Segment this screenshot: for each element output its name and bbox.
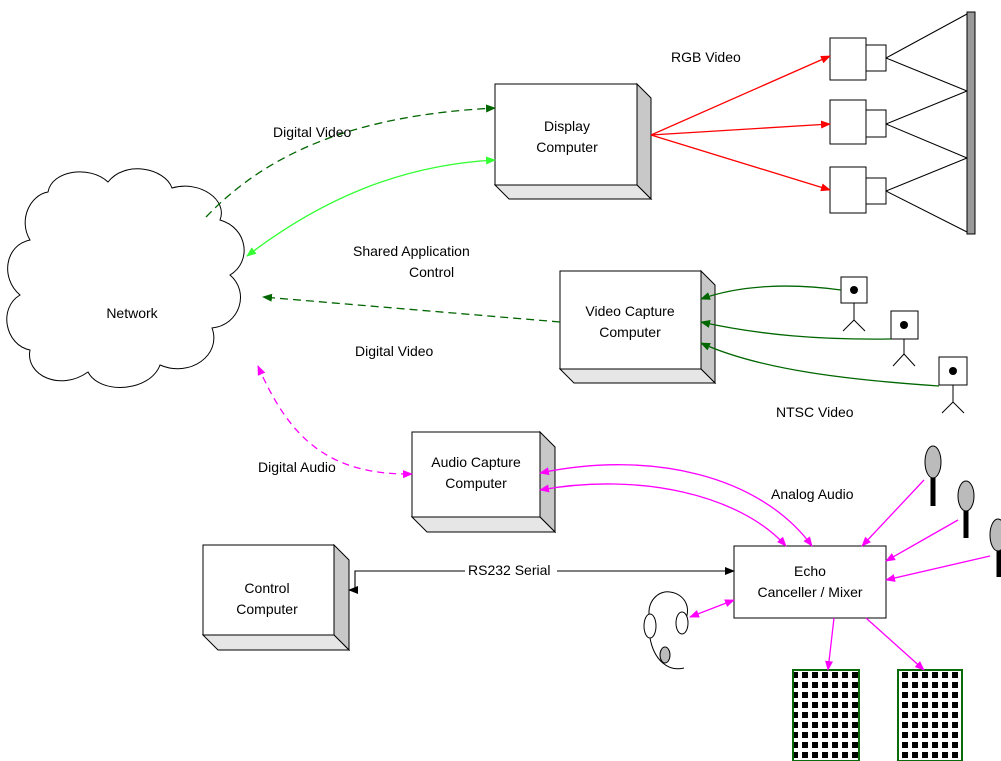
shared-control-label-line2: Control [409,264,454,280]
rs232-serial-label: RS232 Serial [468,562,551,578]
digital-video-link-top [205,104,496,218]
rs232-label-bg [465,560,557,578]
digital-video-label-top: Digital Video [273,124,352,140]
ntsc-video-label: NTSC Video [776,404,854,420]
headset-link [689,599,735,618]
speaker-links [825,617,925,671]
headset-icon [643,591,689,670]
projector-middle [829,90,968,159]
audio-capture-computer: Audio Capture Computer [410,430,557,534]
camera-1 [840,276,868,332]
display-computer: Display Computer [493,82,653,201]
speaker-right [897,669,963,761]
rgb-video-label: RGB Video [671,49,741,65]
video-capture-label-line1: Video Capture [585,303,674,319]
audio-capture-label-line2: Computer [445,475,507,491]
projector-bottom [829,157,968,233]
ntsc-video-links [700,285,940,387]
camera-3 [938,356,968,414]
echo-canceller-mixer: Echo Canceller / Mixer [733,545,887,619]
rgb-video-links [650,55,831,192]
projector-top [829,13,968,92]
digital-audio-link [257,365,413,479]
microphone-3 [989,518,1001,577]
microphone-1 [924,445,942,506]
control-computer-label-line1: Control [244,580,289,596]
control-computer-label-line2: Computer [236,601,298,617]
display-computer-label-line1: Display [544,118,590,134]
network-label: Network [106,305,158,321]
control-computer: Control Computer [201,543,351,652]
video-capture-computer: Video Capture Computer [558,269,717,385]
digital-video-link-bottom [262,293,561,323]
network-cloud: Network [6,168,245,388]
analog-audio-links [539,464,813,547]
audio-capture-label-line1: Audio Capture [431,454,521,470]
camera-2 [890,310,919,367]
digital-audio-label: Digital Audio [258,459,336,475]
display-computer-label-line2: Computer [536,139,598,155]
analog-audio-label: Analog Audio [771,486,854,502]
shared-control-label-line1: Shared Application [353,243,470,259]
digital-video-label-bottom: Digital Video [355,343,434,359]
echo-canceller-label-line2: Canceller / Mixer [757,584,862,600]
video-capture-label-line2: Computer [599,324,661,340]
microphone-2 [957,480,975,538]
projection-screen [966,11,976,235]
echo-canceller-label-line1: Echo [794,563,826,579]
speaker-left [792,669,860,761]
microphone-links [861,479,991,582]
shared-control-link [246,156,496,257]
